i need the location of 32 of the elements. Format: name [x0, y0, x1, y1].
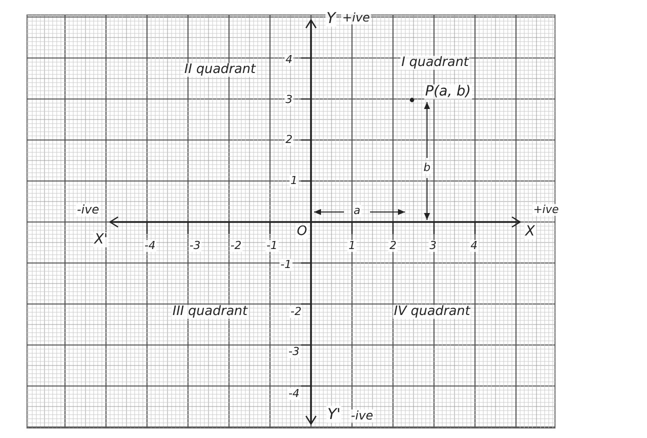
quadrant-label: III quadrant	[172, 304, 248, 320]
dimension-label: b	[422, 162, 432, 174]
quadrant-label: II quadrant	[183, 62, 257, 78]
tick-label: 4	[470, 240, 478, 252]
tick-label: 3	[284, 94, 294, 106]
tick-label: -4	[144, 240, 156, 252]
tick-label: 1	[348, 240, 356, 252]
axis-label: X'	[93, 232, 109, 248]
sign-label: -ive	[76, 203, 100, 217]
tick-label: O	[296, 224, 308, 240]
tick-label: -2	[230, 240, 242, 252]
tick-label: 1	[290, 174, 298, 188]
axis-label: X	[524, 224, 536, 240]
tick-label: 4	[284, 54, 294, 66]
axis-label: Y'	[326, 406, 342, 422]
tick-label: -2	[290, 306, 302, 318]
tick-label: 2	[284, 134, 294, 146]
sign-label: +ive	[341, 11, 371, 25]
sign-label: +ive	[532, 204, 560, 216]
tick-label: -3	[188, 240, 202, 252]
sign-label: -ive	[350, 409, 374, 423]
tick-label: -1	[280, 258, 292, 272]
tick-label: -1	[266, 240, 278, 252]
tick-label: 2	[388, 240, 398, 252]
tick-label: 3	[428, 240, 438, 252]
tick-label: -4	[288, 388, 300, 400]
axis-label: Y	[325, 10, 337, 26]
point-label: P(a, b)	[424, 84, 472, 100]
quadrant-label: IV quadrant	[392, 304, 472, 320]
quadrant-label: I quadrant	[400, 56, 470, 70]
tick-label: -3	[288, 346, 300, 358]
dimension-label: a	[352, 204, 362, 218]
